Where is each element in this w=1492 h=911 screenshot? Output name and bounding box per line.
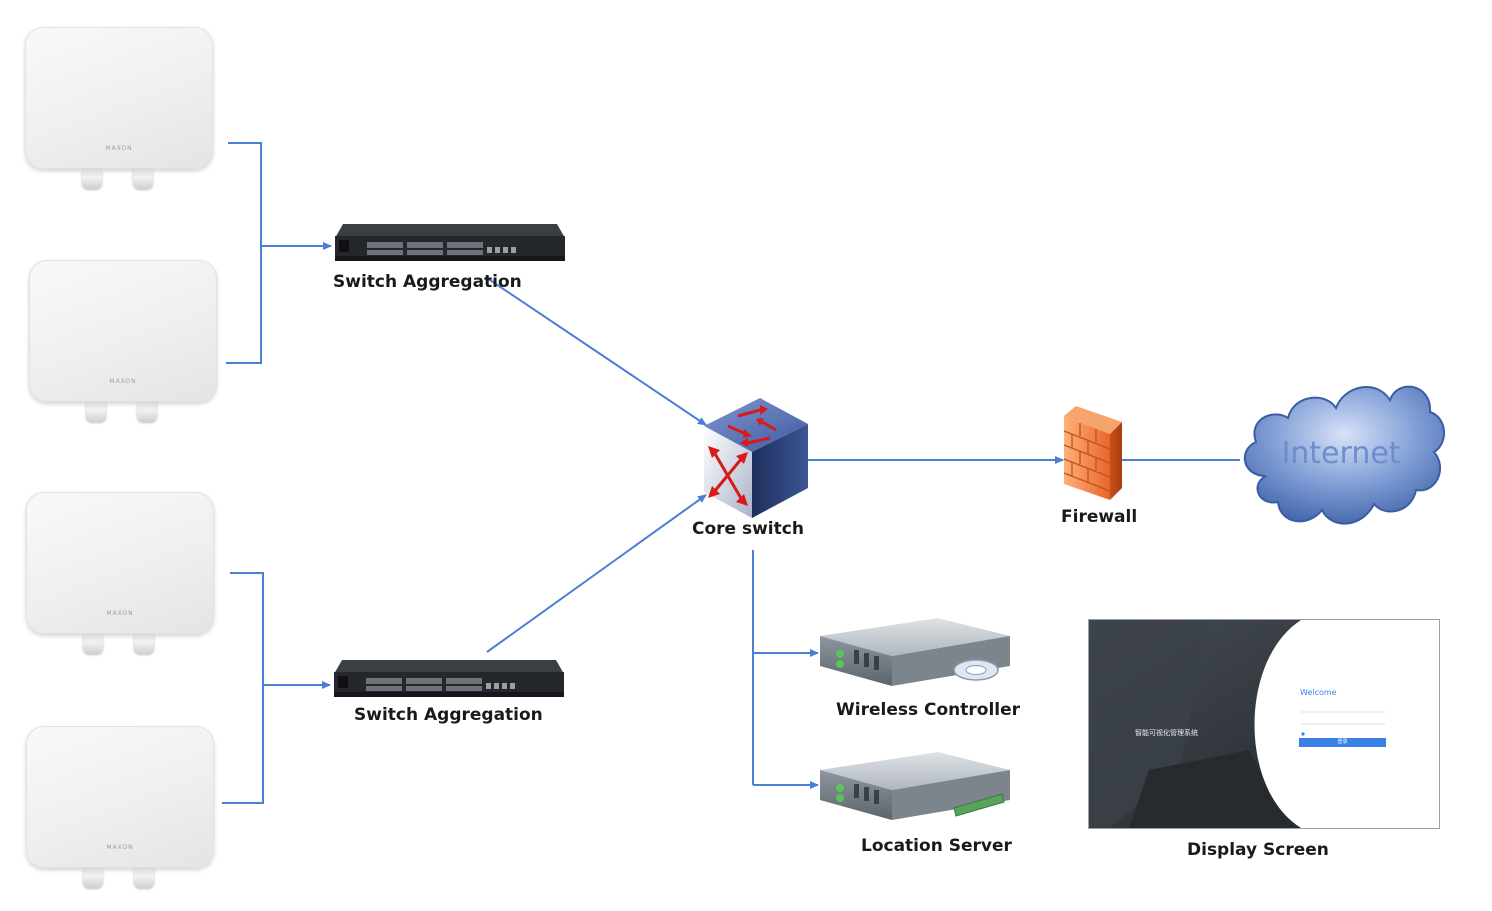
ap-brand-logo: MAXON [105,145,133,152]
ap-brand-logo: MAXON [106,610,134,617]
internet-label: Internet [1281,436,1401,471]
display-left-title: 智能可视化管理系统 [1135,729,1198,737]
link-switch-bottom-to-core [486,494,707,653]
switch-aggregation-icon [335,224,565,261]
display-login-button-text: 登录 [1337,739,1348,745]
switch-aggregation-top-label: Switch Aggregation [333,272,522,292]
cloud-icon [1243,385,1445,525]
core-switch-label: Core switch [692,519,804,539]
display-welcome-text: Welcome [1300,688,1337,697]
ap-brand-logo: MAXON [106,844,134,851]
link-switch-top-to-core [486,277,707,426]
core-switch-icon [704,398,808,518]
switch-aggregation-icon [334,660,564,697]
display-screen: 智能可视化管理系统 Welcome 登录 [1088,619,1440,829]
display-screen-label: Display Screen [1187,840,1329,860]
location-server-label: Location Server [861,836,1012,856]
wireless-controller-icon [820,618,1010,686]
internet-cloud: Internet [1236,372,1446,536]
wireless-controller-label: Wireless Controller [836,700,1021,720]
ap-brand-logo: MAXON [109,378,137,385]
firewall-icon [1063,406,1122,500]
location-server-icon [820,752,1010,820]
switch-aggregation-bottom-label: Switch Aggregation [354,705,543,725]
ap-bracket-bottom [222,572,264,804]
ap-bracket-top [226,142,262,364]
display-screen-image [1089,620,1439,828]
firewall-label: Firewall [1061,507,1138,527]
